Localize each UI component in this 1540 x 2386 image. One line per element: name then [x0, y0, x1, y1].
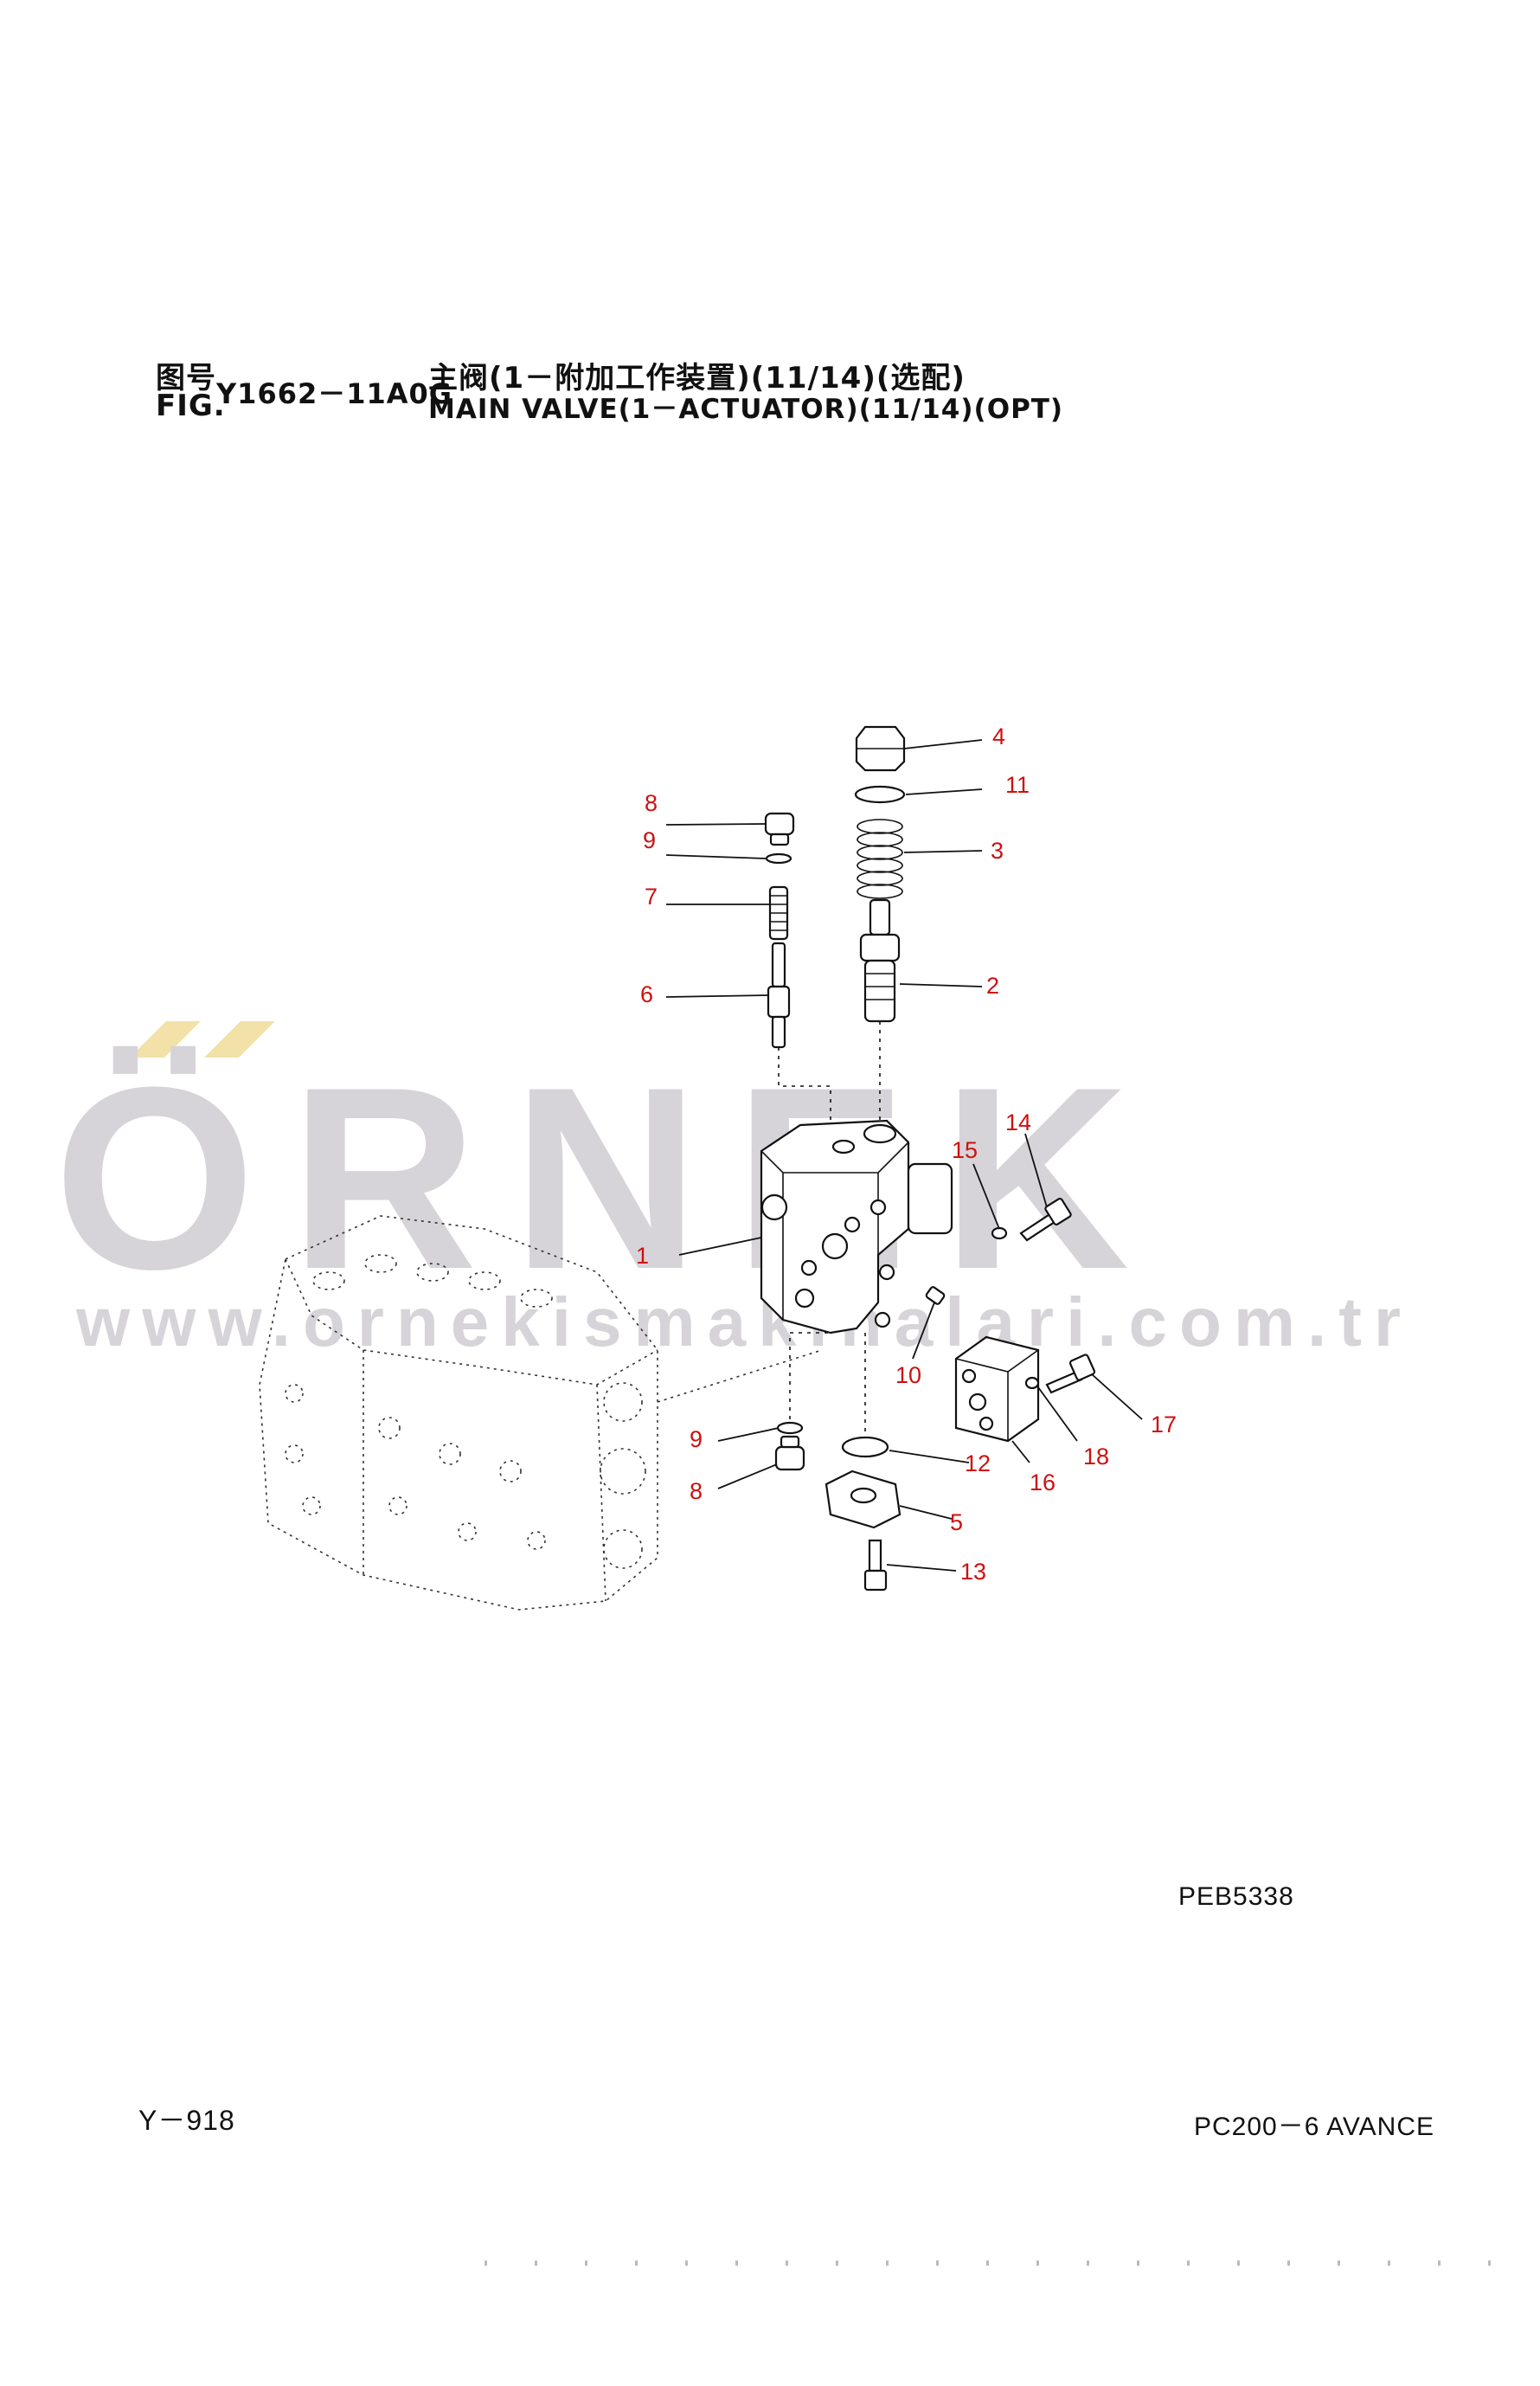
part-8-plug-bottom [774, 1435, 805, 1471]
callout-4: 4 [992, 724, 1005, 749]
part-4-plug [855, 725, 906, 772]
callout-13: 13 [960, 1559, 986, 1585]
callout-9-bottom: 9 [690, 1426, 703, 1452]
part-1-valve-body [760, 1119, 953, 1334]
part-7-spring [768, 885, 789, 941]
callout-8-top: 8 [645, 790, 658, 816]
callout-labels: 1 2 3 4 5 6 7 8 9 10 11 12 13 14 15 16 1… [636, 724, 1177, 1585]
part-10-plug-small [925, 1286, 946, 1305]
callout-10: 10 [895, 1362, 921, 1388]
drawing-code: PEB5338 [1178, 1882, 1294, 1911]
watermark-url: www.ornekismakinalari.com.tr [75, 1283, 1413, 1360]
callout-15: 15 [952, 1137, 978, 1163]
callout-8-bottom: 8 [690, 1478, 703, 1504]
part-5-flange [825, 1470, 902, 1529]
part-15-washer [991, 1226, 1008, 1240]
callout-18: 18 [1083, 1444, 1109, 1470]
callout-3: 3 [991, 838, 1004, 864]
callout-12: 12 [965, 1450, 991, 1476]
watermark-accent-mark [204, 1021, 275, 1058]
part-12-o-ring [841, 1436, 889, 1458]
callout-2: 2 [986, 973, 999, 999]
part-17-bolt [1045, 1354, 1096, 1394]
part-11-o-ring [854, 785, 906, 804]
fig-prefix-en: FIG. [156, 389, 226, 423]
callout-11: 11 [1005, 772, 1030, 798]
title-cn: 主阀(1－附加工作装置)(11/14)(选配) [428, 361, 966, 396]
fig-label-en: FIG. [156, 389, 226, 422]
part-2-spool [859, 898, 901, 1125]
leader-lines [665, 739, 1143, 1572]
page-reference: Y－918 [138, 2105, 235, 2136]
fig-label-cn: 图号 [156, 362, 216, 395]
callout-16: 16 [1030, 1470, 1056, 1495]
watermark-brand: ÖRNEK [54, 1032, 1164, 1323]
callout-6: 6 [640, 981, 653, 1007]
callout-7: 7 [645, 884, 658, 910]
part-14-bolt [1019, 1198, 1072, 1242]
part-8-plug-top [764, 812, 795, 846]
part-6-poppet [767, 942, 831, 1125]
part-3-spring [857, 819, 903, 899]
part-9-o-ring-top [765, 852, 792, 865]
fig-prefix-cn: 图号 [156, 361, 216, 396]
callout-17: 17 [1151, 1412, 1177, 1437]
title-en: MAIN VALVE(1－ACTUATOR)(11/14)(OPT) [428, 394, 1064, 425]
fig-number: Y1662－11A0G [216, 377, 453, 410]
machine-model: PC200－6 AVANCE [1194, 2113, 1435, 2141]
part-16-cover-plate [954, 1335, 1040, 1443]
callout-1: 1 [636, 1243, 649, 1269]
callout-9-top: 9 [643, 827, 656, 853]
part-18-washer [1024, 1376, 1040, 1390]
part-9-o-ring-bottom [776, 1421, 804, 1435]
callout-14: 14 [1005, 1109, 1031, 1135]
scan-noise-strip [484, 2261, 1505, 2266]
main-valve-assembly-outline [259, 1215, 823, 1611]
watermark-accent-mark [130, 1021, 201, 1058]
watermark: ÖRNEK www.ornekismakinalari.com.tr [54, 1021, 1413, 1360]
part-13-bolt [863, 1539, 888, 1592]
callout-5: 5 [950, 1509, 963, 1535]
